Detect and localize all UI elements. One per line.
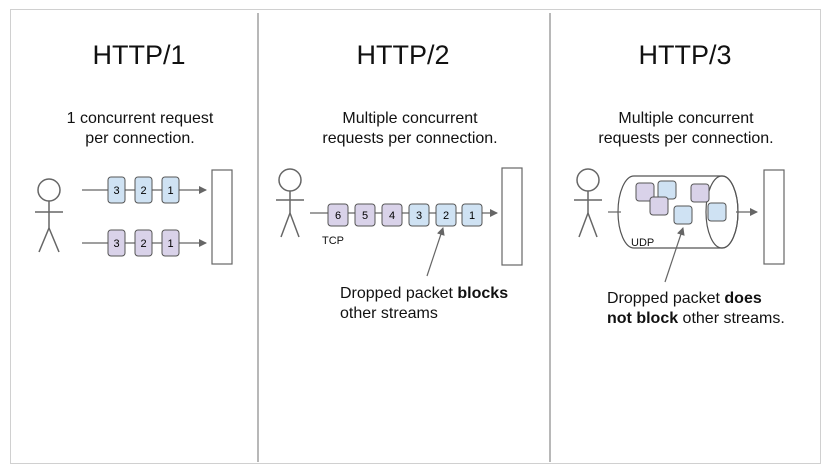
desc-line: per connection. (85, 130, 195, 147)
packet-number: 6 (335, 210, 341, 222)
udp-label: UDP (631, 237, 655, 249)
tcp-stream: 6 5 4 3 2 1 (327, 203, 483, 227)
desc-line: requests per connection. (322, 130, 498, 147)
server-box-icon (501, 167, 523, 266)
desc-line: Multiple concurrent (618, 110, 754, 127)
server-box-icon (763, 169, 785, 265)
panel-title-http3: HTTP/3 (638, 40, 732, 70)
dropped-packet-pointer (664, 227, 685, 283)
desc-line: 1 concurrent request (66, 110, 214, 127)
person-icon (574, 168, 602, 238)
packet (635, 182, 655, 202)
note-emphasis: does (724, 290, 762, 307)
packet-number: 2 (140, 238, 146, 250)
note-line: not block other streams. (607, 309, 785, 329)
packet (461, 203, 483, 227)
packet (134, 229, 153, 257)
desc-line: Multiple concurrent (342, 110, 478, 127)
diagram-frame (10, 9, 821, 464)
packet (161, 229, 180, 257)
packet (134, 176, 153, 204)
packet (327, 203, 349, 227)
packet-number: 4 (389, 210, 395, 222)
note-text: Dropped packet (607, 290, 725, 307)
server-box-icon (211, 169, 233, 265)
connection-2: 3 2 1 (82, 229, 207, 257)
note-line: Dropped packet does (607, 289, 785, 309)
note-emphasis: blocks (457, 285, 509, 302)
packet-number: 3 (113, 185, 119, 197)
packet (107, 176, 126, 204)
packet (381, 203, 403, 227)
panel-title-http2: HTTP/2 (356, 40, 450, 70)
packet (408, 203, 430, 227)
packet (161, 176, 180, 204)
packet-number: 1 (469, 210, 475, 222)
packet-number: 2 (443, 210, 449, 222)
packet-number: 3 (113, 238, 119, 250)
tcp-label: TCP (322, 235, 344, 247)
person-icon (276, 168, 304, 238)
dropped-packet-note-http3: Dropped packet does not block other stre… (607, 289, 785, 329)
packet (673, 205, 693, 225)
note-emphasis: not block (607, 310, 679, 327)
connection-1: 3 2 1 (82, 176, 207, 204)
desc-line: requests per connection. (598, 130, 774, 147)
panel-desc-http3: Multiple concurrent requests per connect… (576, 109, 796, 149)
note-line: Dropped packet blocks (340, 284, 508, 304)
dropped-packet-note-http2: Dropped packet blocks other streams (340, 284, 508, 324)
packet-number: 1 (167, 238, 173, 250)
packet (690, 183, 710, 203)
note-line: other streams (340, 305, 438, 322)
udp-packets (635, 180, 727, 225)
packet-number: 5 (362, 210, 368, 222)
note-text: other streams. (678, 310, 785, 327)
packet (657, 180, 677, 200)
packet (649, 196, 669, 216)
packet-number: 1 (167, 185, 173, 197)
packet-number: 2 (140, 185, 146, 197)
person-icon (35, 178, 63, 253)
packet (435, 203, 457, 227)
packet (707, 202, 727, 222)
packet-number: 3 (416, 210, 422, 222)
panel-desc-http1: 1 concurrent request per connection. (40, 109, 240, 149)
panel-desc-http2: Multiple concurrent requests per connect… (300, 109, 520, 149)
packet (107, 229, 126, 257)
panel-title-http1: HTTP/1 (92, 40, 186, 70)
packet (354, 203, 376, 227)
dropped-packet-pointer (426, 227, 445, 277)
note-text: Dropped packet (340, 285, 458, 302)
